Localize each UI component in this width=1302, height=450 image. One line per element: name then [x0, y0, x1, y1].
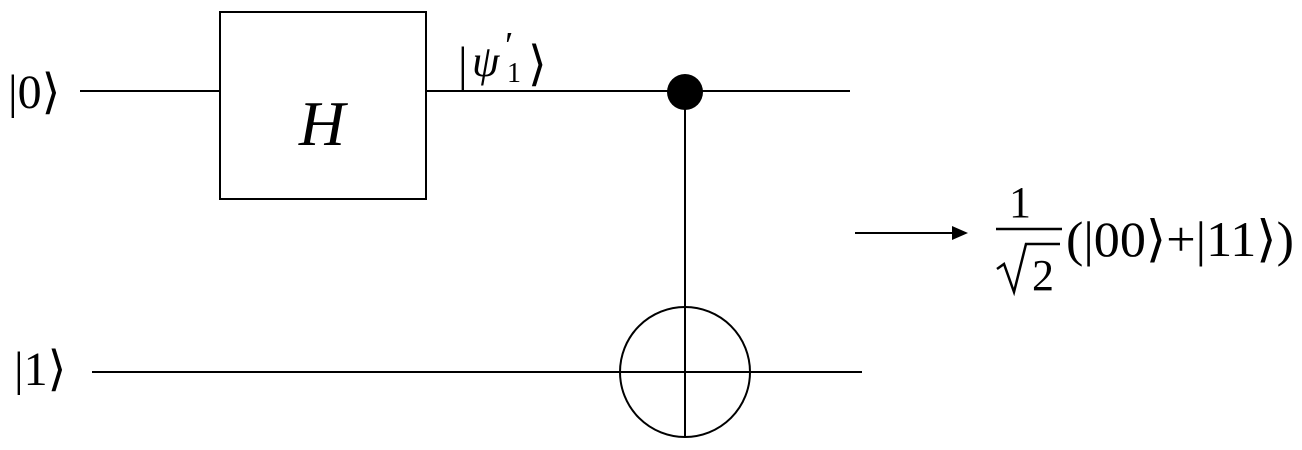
output-fraction-radicand: 2	[1032, 251, 1054, 300]
hadamard-gate-box	[219, 11, 427, 200]
output-state: 1 2 (|00⟩+|11⟩)	[996, 178, 1294, 300]
output-fraction-numerator: 1	[1009, 178, 1031, 227]
ket-left-bar: |	[458, 38, 468, 91]
qubit-1-label: |1⟩	[14, 343, 66, 396]
ket-right-angle: ⟩	[528, 38, 547, 91]
hadamard-gate-label: H	[298, 88, 349, 159]
psi-prime: ′	[505, 25, 513, 67]
qubit-0-label: |0⟩	[8, 66, 60, 119]
intermediate-state-label: | ψ ′ 1 ⟩	[458, 25, 547, 91]
sqrt-symbol	[996, 242, 1060, 297]
output-state-expression: (|00⟩+|11⟩)	[1066, 211, 1294, 267]
psi-subscript: 1	[507, 58, 521, 89]
psi-symbol: ψ	[472, 37, 500, 86]
output-arrow	[855, 226, 968, 240]
